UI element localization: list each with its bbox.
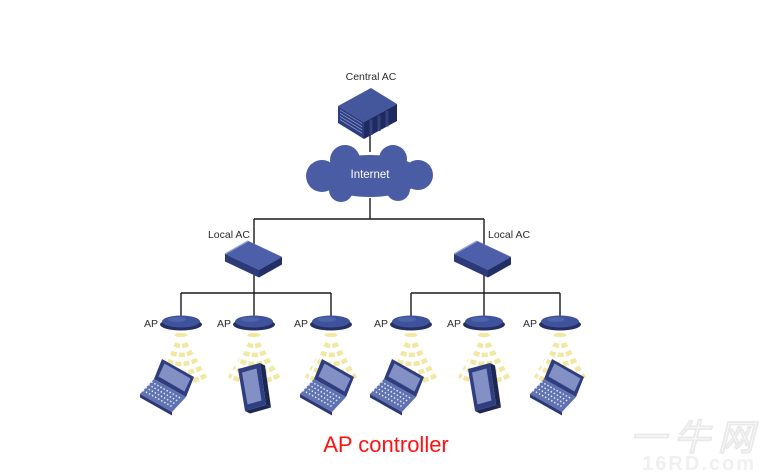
ap-label: AP (294, 318, 308, 330)
local-ac-right-label: Local AC (488, 229, 530, 241)
caption: AP controller (323, 432, 449, 457)
ap-device (539, 315, 581, 331)
ap-device (463, 315, 505, 331)
ap-device (160, 315, 202, 331)
ap-group-6: AP (523, 315, 585, 382)
ap-label: AP (523, 318, 537, 330)
ap-group-4: AP (374, 315, 436, 382)
local-ac-left-device (224, 240, 283, 279)
laptop-client (299, 358, 355, 417)
internet-label: Internet (351, 169, 391, 181)
internet-cloud: Internet (306, 145, 433, 202)
watermark: 一牛网 16RD.com (630, 417, 762, 473)
watermark-title: 一牛网 (630, 417, 762, 458)
laptop-client (369, 358, 425, 417)
laptop-client (139, 358, 195, 417)
local-ac-left-label: Local AC (208, 229, 250, 241)
ap-group-2: AP (217, 315, 279, 382)
central-ac-device (338, 88, 397, 139)
central-ac-label: Central AC (346, 71, 397, 83)
ap-device (310, 315, 352, 331)
ap-group-3: AP (294, 315, 356, 382)
ap-device (233, 315, 275, 331)
ap-label: AP (374, 318, 388, 330)
ap-label: AP (447, 318, 461, 330)
ap-group-1: AP (144, 315, 206, 382)
ap-label: AP (144, 318, 158, 330)
local-ac-right-device (453, 240, 512, 279)
ap-group-5: AP (447, 315, 509, 382)
watermark-domain: 16RD.com (642, 453, 756, 473)
ap-device (390, 315, 432, 331)
ap-label: AP (217, 318, 231, 330)
